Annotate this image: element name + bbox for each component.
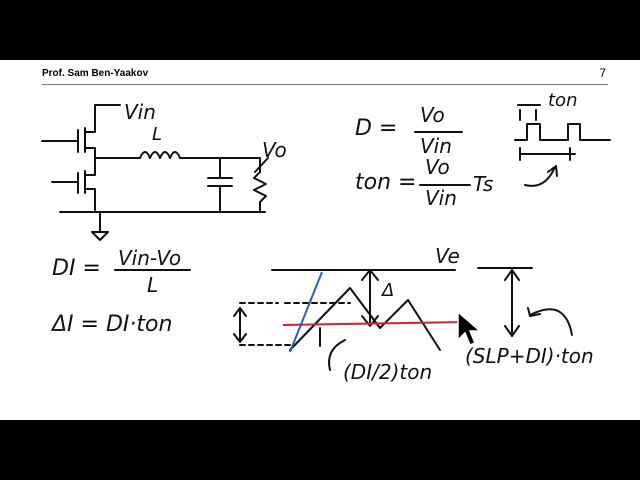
duty-lhs: D =: [355, 116, 398, 141]
ground-symbol: [91, 211, 109, 241]
di-numerator: Vin-Vo: [118, 246, 182, 270]
delta-arrow: [361, 269, 379, 327]
slide: Prof. Sam Ben-Yaakov 7: [0, 60, 640, 420]
duty-denominator: Vin: [420, 134, 452, 158]
handwritten-drawing: [41, 104, 611, 371]
di-denominator: L: [147, 273, 159, 297]
vo-label: Vo: [262, 138, 287, 162]
triangle-waveform: [289, 287, 441, 351]
ts-label: Ts: [473, 172, 494, 196]
ton-numerator: Vo: [425, 155, 450, 179]
header-divider: [42, 84, 608, 85]
buck-converter-circuit: [41, 104, 269, 241]
page-number: 7: [599, 66, 606, 80]
half-di-label: (DI/2)ton: [343, 360, 433, 384]
ton-pulse-sketch: [514, 104, 611, 187]
ton-denominator: Vin: [425, 186, 457, 210]
ton-lhs: ton =: [355, 170, 417, 195]
delta-i-equation: ΔI = DI·ton: [52, 312, 173, 337]
ton-pulse-label: ton: [548, 90, 578, 111]
vin-label: Vin: [124, 100, 156, 124]
red-threshold-line: [282, 321, 469, 326]
capacitor: [207, 157, 233, 213]
ve-label: Ve: [435, 244, 460, 268]
blue-slope-line: [289, 271, 323, 353]
load-resistor: [253, 171, 267, 213]
author-name: Prof. Sam Ben-Yaakov: [42, 68, 149, 79]
slope-label: (SLP+DI)·ton: [465, 344, 594, 368]
mouse-pointer-icon: [457, 310, 483, 346]
delta-label: Δ: [382, 280, 395, 301]
di-lhs: DI =: [52, 256, 101, 281]
duty-numerator: Vo: [420, 103, 445, 127]
inductor-coil: [139, 151, 181, 159]
waveform-diagram: [233, 267, 573, 371]
inductor-label: L: [152, 124, 163, 145]
